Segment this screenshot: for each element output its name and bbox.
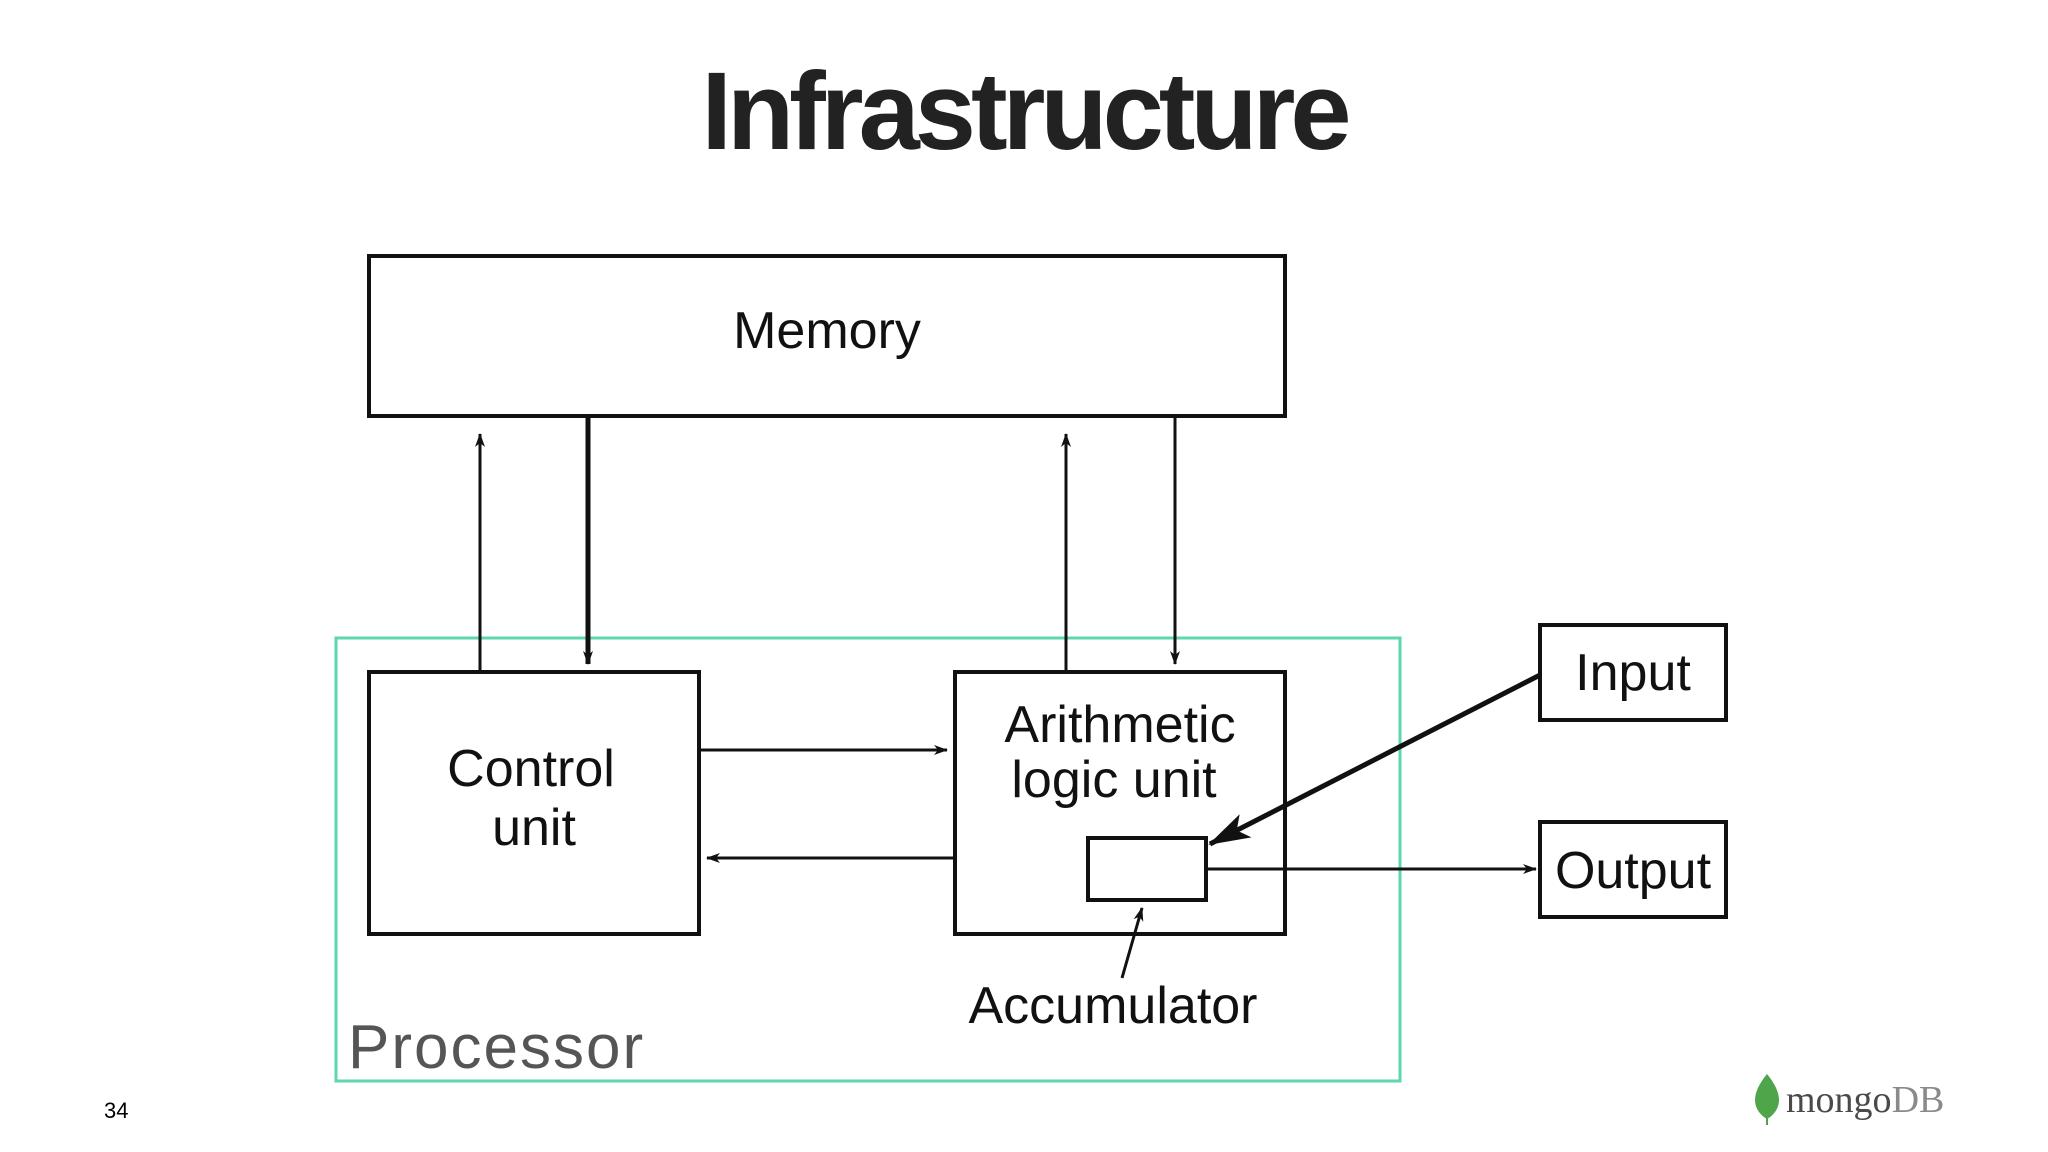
processor-boundary [334,636,1402,1083]
control-unit-label-line1: Control [447,740,615,798]
arrow-input-to-accumulator [1208,672,1542,847]
output-box [1538,820,1728,919]
input-box [1538,623,1728,722]
memory-label: Memory [733,302,921,360]
control-unit-label-line2: unit [492,799,576,857]
page-number: 34 [104,1098,129,1123]
accumulator-box [1086,836,1208,902]
logo-text-primary: mongo [1786,1079,1892,1121]
mongodb-logo: mongoDB [1755,1074,1944,1125]
accumulator-label: Accumulator [969,977,1258,1035]
alu-label-line2: logic unit [1011,751,1217,809]
logo-text-secondary: DB [1892,1079,1945,1121]
control-unit-box [367,670,701,936]
alu-label-line1: Arithmetic [1004,696,1235,754]
slide-title: Infrastructure [701,50,1351,173]
input-label: Input [1575,644,1691,702]
processor-label: Processor [348,1013,645,1082]
accumulator-pointer [1120,907,1144,979]
output-label: Output [1555,842,1712,900]
leaf-icon [1755,1074,1779,1119]
logo-text: mongoDB [1786,1079,1944,1121]
memory-box [367,254,1287,418]
